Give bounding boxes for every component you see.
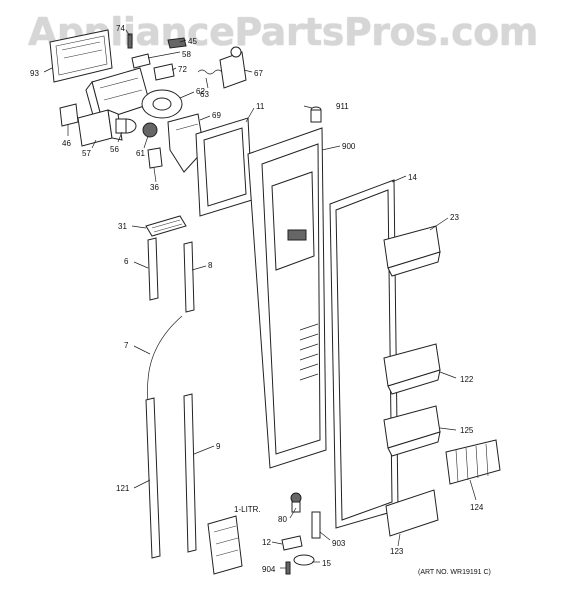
part-125-door-bin <box>383 405 441 457</box>
callout-903: 903 <box>332 539 346 548</box>
callout-121: 121 <box>116 484 130 493</box>
callout-9: 9 <box>216 442 221 451</box>
callout-8: 8 <box>208 261 213 270</box>
part-1-litr-literature <box>207 515 243 575</box>
part-23-door-bin <box>383 225 441 277</box>
callout-62: 62 <box>196 87 205 96</box>
callout-57: 57 <box>82 149 91 158</box>
callout-45: 45 <box>188 37 197 46</box>
leader-lines <box>43 29 477 569</box>
callout-6: 6 <box>124 257 129 266</box>
part-67-hinge-bracket <box>219 46 247 89</box>
callout-93: 93 <box>30 69 39 78</box>
callout-1-litr: 1-LITR. <box>234 505 261 514</box>
part-36-switch <box>147 147 163 169</box>
callout-46: 46 <box>62 139 71 148</box>
callout-23: 23 <box>450 213 459 222</box>
part-31-grille <box>145 215 187 237</box>
part-74-clip <box>127 33 133 49</box>
watermark: AppliancePartsPros.com <box>28 10 538 54</box>
part-911-cap <box>310 106 322 123</box>
part-45-tab <box>167 37 187 49</box>
part-46-switch-box <box>59 103 79 127</box>
callout-58: 58 <box>182 50 191 59</box>
callout-61: 61 <box>136 149 145 158</box>
part-69-actuator <box>167 113 205 173</box>
callout-74: 74 <box>116 24 125 33</box>
callout-900: 900 <box>342 142 356 151</box>
part-121-side-trim <box>145 397 161 559</box>
part-61-coupler <box>142 122 158 138</box>
door-shelf-ribs <box>299 323 319 381</box>
callout-31: 31 <box>118 222 127 231</box>
part-11-dispenser-frame <box>195 117 253 217</box>
callout-12: 12 <box>262 538 271 547</box>
part-903-tube <box>311 511 321 539</box>
callout-36: 36 <box>150 183 159 192</box>
part-123-bottom-bin <box>385 489 439 537</box>
callout-124: 124 <box>470 503 484 512</box>
callout-80: 80 <box>278 515 287 524</box>
part-56-motor <box>115 118 137 134</box>
part-8-hinge-strip <box>183 241 195 313</box>
callout-122: 122 <box>460 375 474 384</box>
callout-56: 56 <box>110 145 119 154</box>
part-904-screw <box>285 561 291 575</box>
callout-69: 69 <box>212 111 221 120</box>
part-14-door-gasket <box>329 179 399 529</box>
callout-911: 911 <box>336 102 349 111</box>
callout-7: 7 <box>124 341 129 350</box>
callout-14: 14 <box>408 173 417 182</box>
part-124-wire-basket <box>445 439 501 485</box>
part-63-spring <box>197 69 223 75</box>
part-6-trim-strip <box>147 237 159 301</box>
callout-125: 125 <box>460 426 474 435</box>
part-12-clip <box>281 535 303 551</box>
callout-67: 67 <box>254 69 263 78</box>
part-72-switch <box>153 63 175 81</box>
callout-63: 63 <box>200 90 209 99</box>
callout-15: 15 <box>322 559 331 568</box>
part-57-solenoid <box>77 109 123 147</box>
part-80-plug <box>290 492 302 513</box>
part-900-door-outer-panel <box>247 127 327 469</box>
part-58-bracket <box>131 53 151 69</box>
callout-72: 72 <box>178 65 187 74</box>
part-62-auger-housing <box>141 89 183 119</box>
part-15-cap <box>293 554 315 566</box>
part-122-door-bin <box>383 343 441 395</box>
part-9-hinge-strip <box>183 393 197 553</box>
part-93-control-panel <box>49 29 113 83</box>
callout-labels: 74 45 58 72 93 67 63 62 46 57 56 61 69 1… <box>30 24 484 574</box>
art-number: (ART NO. WR19191 C) <box>418 569 491 576</box>
callout-123: 123 <box>390 547 404 556</box>
callout-904: 904 <box>262 565 276 574</box>
callout-11: 11 <box>256 102 265 111</box>
